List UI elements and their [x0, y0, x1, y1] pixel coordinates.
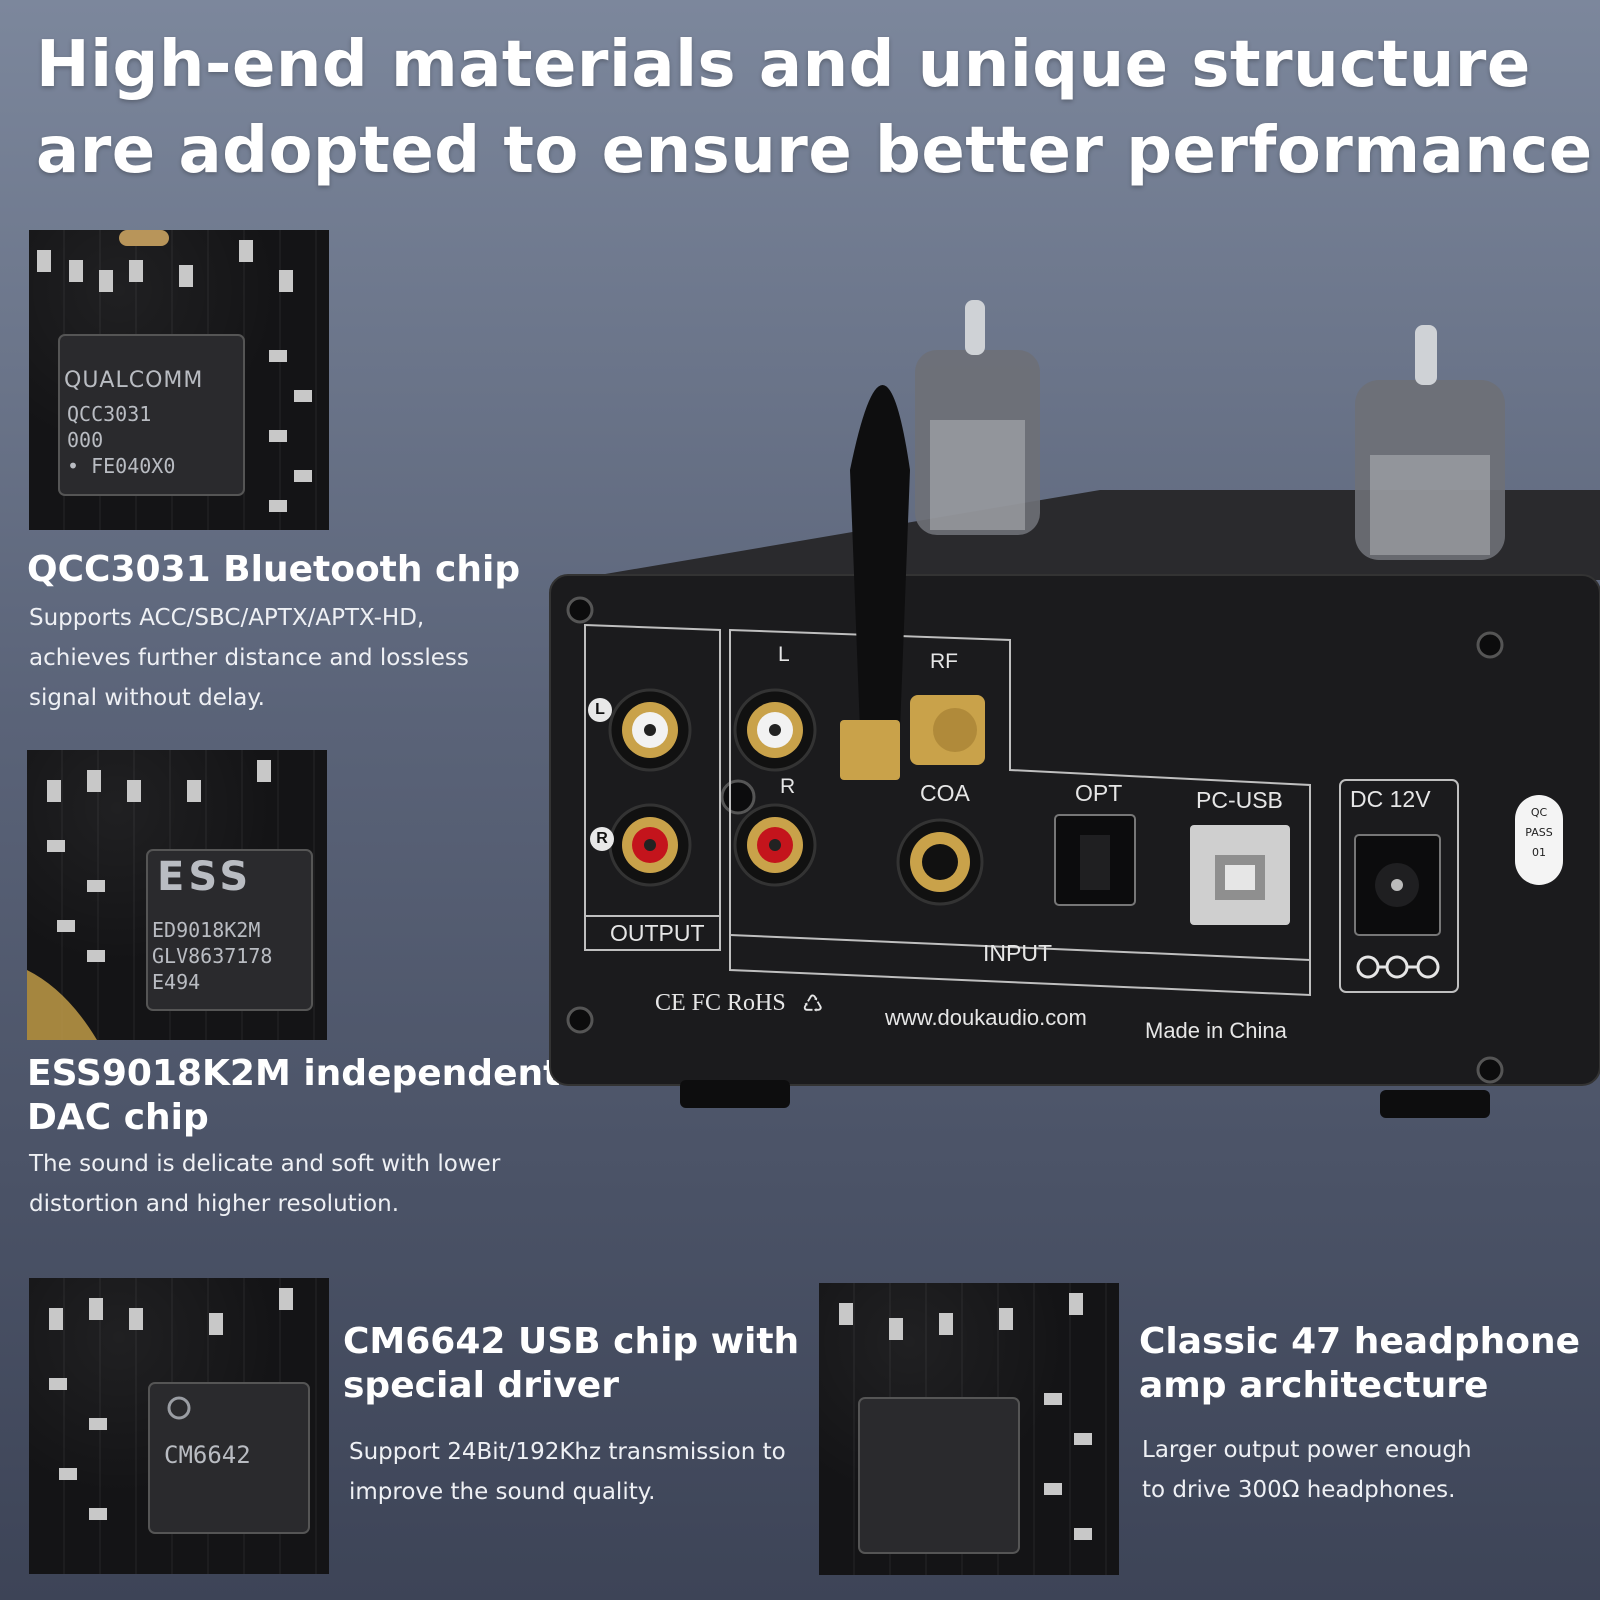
- opt-label: OPT: [1075, 780, 1123, 806]
- headline-line-2: are adopted to ensure better performance: [36, 114, 1593, 188]
- website-label: www.doukaudio.com: [885, 1005, 1087, 1030]
- feature-desc-cm6642: Support 24Bit/192Khz transmission to imp…: [349, 1439, 786, 1505]
- qc-pass-sticker: QC PASS 01: [1515, 795, 1563, 885]
- qualcomm-chip-line-3: • FE040X0: [67, 454, 176, 478]
- rf-label: RF: [930, 650, 958, 673]
- dc-label: DC 12V: [1350, 786, 1431, 812]
- antenna-icon: [840, 385, 910, 780]
- feature-desc-ess9018: The sound is delicate and soft with lowe…: [29, 1151, 501, 1217]
- headphone-amp-chip-photo: [819, 1283, 1119, 1575]
- cm6642-chip-line-1: CM6642: [164, 1441, 251, 1469]
- qualcomm-chip-brand: QUALCOMM: [64, 368, 204, 393]
- amplifier-device: L R L R RF COA OPT PC-USB DC 12V OUTPUT …: [540, 290, 1600, 1130]
- feature-desc-qcc3031: Supports ACC/SBC/APTX/APTX-HD, achieves …: [29, 605, 469, 711]
- jack-letter-l: L: [588, 698, 612, 722]
- headline: High-end materials and unique structure …: [36, 22, 1593, 194]
- cmedia-logo-icon: [167, 1396, 191, 1420]
- rf-connector-icon: [910, 695, 985, 765]
- vacuum-tube-icon: [915, 300, 1505, 560]
- input-label: INPUT: [983, 940, 1052, 966]
- cm6642-chip-photo: CM6642: [29, 1278, 329, 1574]
- ess-chip-line-1: ED9018K2M: [152, 918, 261, 942]
- feature-title-ess9018: ESS9018K2M independent DAC chip: [27, 1053, 561, 1138]
- feature-title-cm6642: CM6642 USB chip with special driver: [343, 1321, 800, 1406]
- headline-line-1: High-end materials and unique structure: [36, 28, 1531, 102]
- jack-letter-r: R: [590, 827, 614, 851]
- input-l-label: L: [778, 643, 790, 666]
- feature-title-qcc3031: QCC3031 Bluetooth chip: [27, 549, 521, 590]
- qualcomm-chip-line-1: QCC3031: [67, 402, 152, 426]
- optical-port-icon: [1054, 814, 1136, 906]
- output-label: OUTPUT: [610, 920, 705, 946]
- pc-usb-label: PC-USB: [1196, 787, 1283, 813]
- ess-chip-line-2: GLV8637178: [152, 944, 273, 968]
- qualcomm-chip-photo: QUALCOMM QCC3031 000 • FE040X0: [29, 230, 329, 530]
- feature-title-classic47: Classic 47 headphone amp architecture: [1139, 1321, 1581, 1406]
- ess-chip-brand: ESS: [157, 854, 253, 900]
- chip-board-graphic: [839, 1293, 1092, 1554]
- ess-chip-photo: ESS ED9018K2M GLV8637178 E494: [27, 750, 327, 1040]
- qualcomm-chip-line-2: 000: [67, 428, 104, 452]
- rca-jack-icon: [608, 688, 984, 906]
- origin-label: Made in China: [1145, 1018, 1287, 1043]
- chip-board-graphic: [27, 760, 313, 1040]
- coa-label: COA: [920, 780, 970, 806]
- ess-chip-line-3: E494: [152, 970, 201, 994]
- amplifier-chassis-graphic: [549, 300, 1600, 1118]
- chip-board-graphic: [37, 230, 312, 512]
- input-r-label: R: [780, 775, 796, 798]
- feature-desc-classic47: Larger output power enough to drive 300Ω…: [1142, 1437, 1472, 1503]
- certifications-label: CE FC RoHS: [655, 990, 786, 1016]
- dc-jack-icon: [1354, 834, 1441, 936]
- polarity-icon: [1356, 955, 1440, 979]
- chip-board-graphic: [49, 1288, 310, 1534]
- weee-bin-icon: ♺: [802, 991, 824, 1018]
- usb-b-port-icon: [1190, 825, 1290, 925]
